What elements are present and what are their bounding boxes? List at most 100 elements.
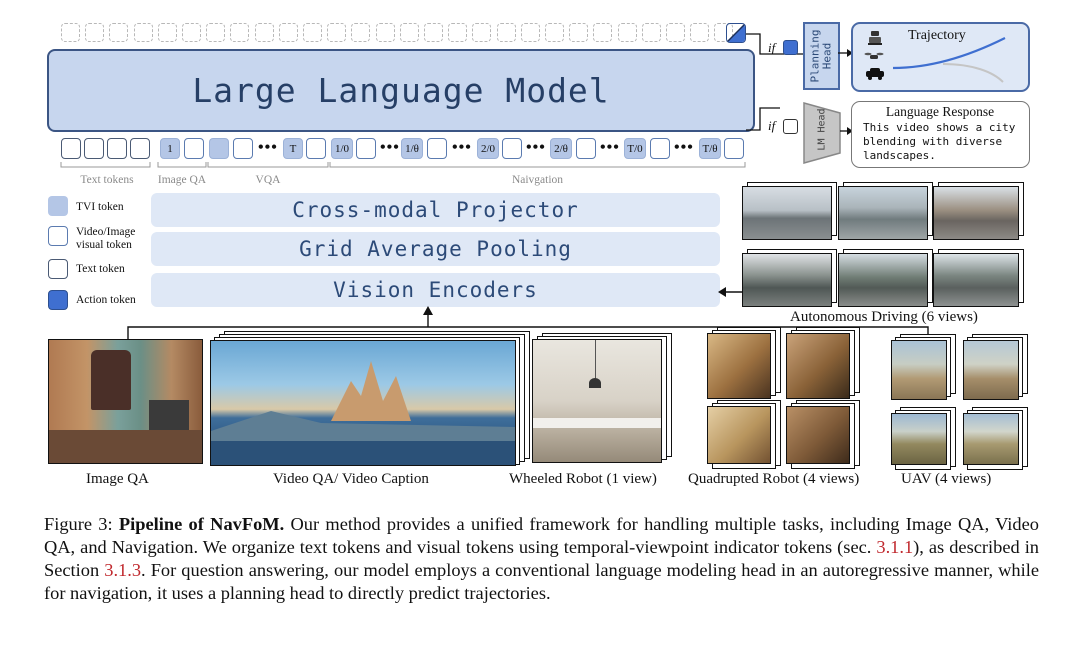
uav-view-4 xyxy=(963,413,1019,465)
label-uav: UAV (4 views) xyxy=(901,471,992,487)
output-token-placeholder xyxy=(109,23,129,42)
legend-tvi-swatch xyxy=(48,196,68,216)
driving-view-4 xyxy=(742,253,832,307)
legend-text-swatch xyxy=(48,259,68,279)
visual-token xyxy=(306,138,326,159)
legend-action-label: Action token xyxy=(76,294,136,306)
lm-head xyxy=(803,102,841,164)
visual-token xyxy=(502,138,522,159)
driving-to-encoder-arrow xyxy=(718,287,743,297)
output-token-placeholder xyxy=(327,23,347,42)
label-video-qa-source: Video QA/ Video Caption xyxy=(273,471,429,487)
visual-token xyxy=(427,138,447,159)
language-response-panel: Language Response This video shows a cit… xyxy=(851,101,1030,168)
quadruped-view-4 xyxy=(786,406,850,464)
quadruped-view-1 xyxy=(707,333,771,399)
tvi-token: T/0 xyxy=(624,138,646,159)
output-token-placeholder xyxy=(157,23,177,42)
visual-token xyxy=(356,138,376,159)
output-token-placeholder xyxy=(399,23,419,42)
tvi-token xyxy=(209,138,229,159)
quadruped-view-2 xyxy=(786,333,850,399)
label-quadruped-robot: Quadrupted Robot (4 views) xyxy=(688,471,860,487)
output-token-placeholder xyxy=(545,23,564,42)
uav-view-1 xyxy=(891,340,947,400)
label-navigation: Naivgation xyxy=(511,174,564,186)
output-token-placeholder xyxy=(351,23,371,42)
if-label-lm: if xyxy=(768,118,776,133)
figure-title: Pipeline of NavFoM. xyxy=(118,514,285,534)
text-token xyxy=(130,138,150,159)
caption-text-2: ), as described in Section xyxy=(44,537,1039,580)
legend-visual-swatch xyxy=(48,226,68,246)
figure-label: Figure 3: xyxy=(44,514,113,534)
ellipsis: ••• xyxy=(526,139,546,156)
caption-ref-2[interactable]: 3.1.3 xyxy=(104,560,142,580)
uav-view-3 xyxy=(891,413,947,465)
ellipsis: ••• xyxy=(600,139,620,156)
visual-token xyxy=(576,138,596,159)
figure-caption: Figure 3: Pipeline of NavFoM. Our method… xyxy=(44,513,1039,605)
visual-token xyxy=(650,138,670,159)
output-token-placeholder xyxy=(496,23,516,42)
output-token-placeholder xyxy=(520,23,540,42)
planning-to-trajectory-arrow xyxy=(838,49,853,57)
ellipsis: ••• xyxy=(258,139,278,156)
text-token xyxy=(84,138,104,159)
visual-token xyxy=(184,138,204,159)
output-token-placeholder xyxy=(472,23,492,42)
output-token-placeholder xyxy=(278,23,298,42)
output-token-placeholder xyxy=(424,23,443,42)
drone-icon xyxy=(864,52,884,59)
output-token-placeholder xyxy=(690,23,710,42)
if-label-planning: if xyxy=(768,40,776,55)
tvi-token: 2/0 xyxy=(477,138,499,159)
label-text-tokens: Text tokens xyxy=(80,174,134,186)
lm-head-label: LM Head xyxy=(816,108,828,151)
caption-text-1: Our method provides a unified framework … xyxy=(44,514,1039,557)
tvi-token: 1 xyxy=(160,138,180,159)
ellipsis: ••• xyxy=(674,139,694,156)
caption-text-3: . For question answering, our model empl… xyxy=(44,560,1039,603)
planning-flag-on xyxy=(783,40,798,55)
lm-to-response-arrow xyxy=(840,127,853,135)
caption-ref-1[interactable]: 3.1.1 xyxy=(876,537,914,557)
planning-head: Planning Head xyxy=(803,22,840,90)
visual-token xyxy=(233,138,253,159)
car-icon xyxy=(866,68,884,80)
output-token-placeholder xyxy=(617,23,637,42)
tvi-token: 1/θ xyxy=(401,138,423,159)
robot-icon xyxy=(868,31,882,45)
llm-label: Large Language Model xyxy=(192,71,610,110)
text-token xyxy=(107,138,127,159)
tvi-token: T xyxy=(283,138,303,159)
language-response-text: This video shows a city blending with di… xyxy=(863,121,1016,162)
output-token-placeholder xyxy=(714,23,734,42)
legend-tvi-label: TVI token xyxy=(76,201,124,213)
branch-connectors xyxy=(746,33,814,131)
output-token-placeholder xyxy=(254,23,274,42)
trajectory-title: Trajectory xyxy=(908,28,966,43)
output-token-placeholder xyxy=(375,23,395,42)
label-vqa: VQA xyxy=(255,174,281,186)
ellipsis: ••• xyxy=(452,139,472,156)
label-image-qa-source: Image QA xyxy=(86,471,149,487)
quadruped-view-3 xyxy=(707,406,771,464)
text-token xyxy=(61,138,81,159)
output-token-placeholder xyxy=(448,23,468,42)
trajectory-curves xyxy=(892,37,1006,83)
output-token-placeholder xyxy=(85,23,105,42)
output-token-placeholder xyxy=(641,23,661,42)
uav-view-2 xyxy=(963,340,1019,400)
driving-view-5 xyxy=(838,253,928,307)
legend-visual-label: Video/Image visual token xyxy=(76,226,136,251)
driving-view-2 xyxy=(838,186,928,240)
output-token-placeholder xyxy=(230,23,250,42)
image-qa-photo xyxy=(48,339,203,464)
action-token-output xyxy=(726,23,746,43)
output-token-placeholder xyxy=(593,23,613,42)
output-token-placeholder xyxy=(569,23,589,42)
output-token-row xyxy=(0,0,760,50)
language-response-title: Language Response xyxy=(885,104,995,119)
tvi-token: 2/θ xyxy=(550,138,572,159)
